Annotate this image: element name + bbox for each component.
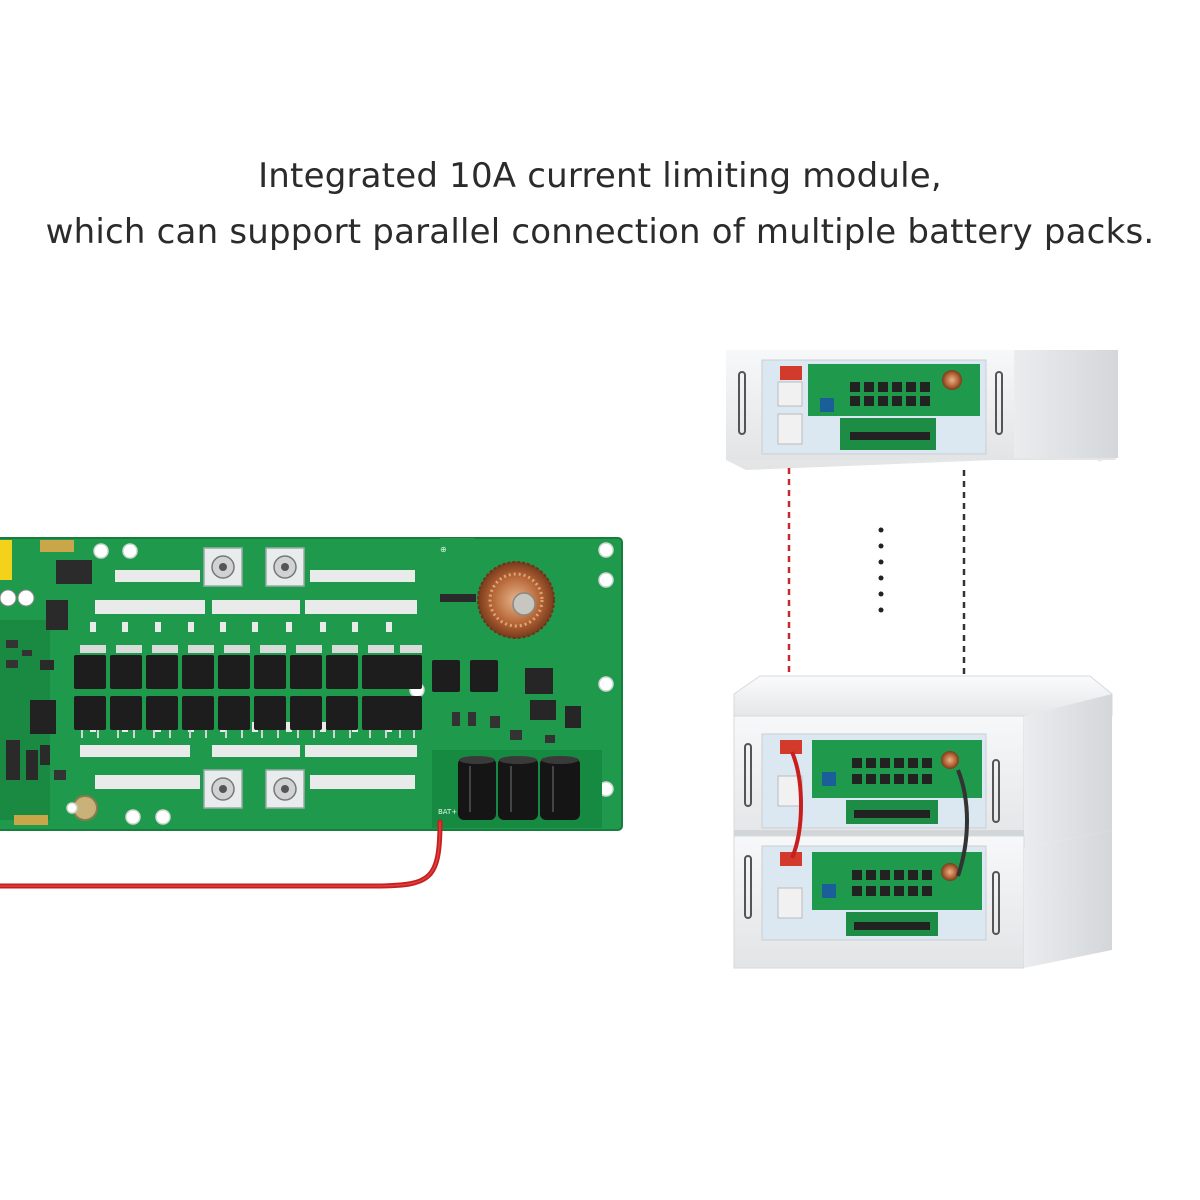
pack-3-window — [761, 845, 987, 941]
bus-bars-top — [95, 570, 417, 614]
caption-line-2: which can support parallel connection of… — [45, 212, 1155, 252]
caption-line-1: Integrated 10A current limiting module, — [258, 156, 942, 196]
enclosure-handles — [744, 743, 1000, 935]
battery-pack-top — [726, 350, 1118, 470]
mosfet-array — [74, 645, 422, 738]
current-limiting-module: ⊕ — [432, 538, 581, 743]
capacitor-bank — [432, 750, 602, 828]
mounting-holes — [66, 542, 614, 825]
bat-plus-label: BAT+ — [438, 808, 457, 816]
pack-2-window — [761, 733, 987, 829]
screw-terminals — [203, 547, 305, 809]
svg-text:⊕: ⊕ — [440, 545, 447, 554]
parallel-black-wire — [956, 769, 969, 877]
terminal-bottom-left — [203, 769, 243, 809]
ellipsis-dots — [878, 527, 884, 613]
terminal-top-left — [203, 547, 243, 587]
red-wire-main — [0, 819, 443, 889]
bus-bars-bottom — [80, 745, 417, 789]
control-circuit-area — [0, 540, 98, 825]
toroidal-inductor — [477, 561, 555, 639]
terminal-bottom-right — [265, 769, 305, 809]
terminal-top-right — [265, 547, 305, 587]
bms-board: ⊕ BAT+ — [0, 537, 623, 889]
battery-pack-stack — [733, 675, 1113, 969]
parallel-red-wire — [790, 751, 803, 859]
